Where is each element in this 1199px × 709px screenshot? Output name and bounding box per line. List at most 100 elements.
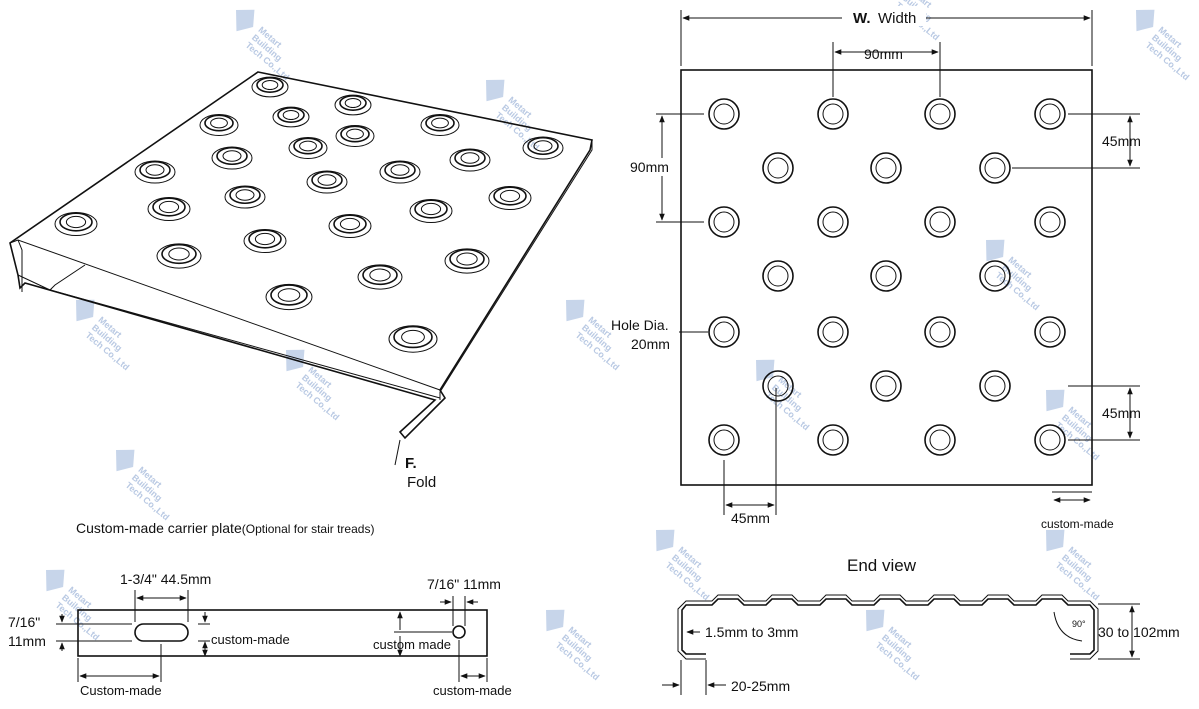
end-view-title: End view <box>847 556 917 575</box>
persp-hole-inner <box>282 109 300 121</box>
tread-side-edge <box>439 140 593 400</box>
plan-hole-inner <box>929 103 951 125</box>
persp-hole-inner <box>261 79 279 91</box>
plan-hole-inner <box>875 375 897 397</box>
plan-hole-inner <box>875 265 897 287</box>
persp-hole-rim <box>449 248 485 270</box>
persp-hole-rim <box>425 114 455 132</box>
slot-width-in-label: 7/16" <box>8 614 40 630</box>
plan-hole-inner <box>1039 103 1061 125</box>
plan-hole-inner <box>1039 429 1061 451</box>
persp-hole-rim <box>340 125 370 143</box>
persp-hole-inner <box>317 174 337 186</box>
persp-hole-inner <box>533 140 553 152</box>
hole-dia-label-2: 20mm <box>631 336 670 352</box>
persp-hole-inner <box>277 288 301 302</box>
persp-hole-rim <box>454 148 486 168</box>
plan-hole-outer <box>817 316 849 348</box>
persp-hole-inner <box>499 189 521 203</box>
plan-hole-inner <box>767 265 789 287</box>
fold-leader <box>394 439 401 466</box>
plan-hole-inner <box>875 157 897 179</box>
plan-hole-inner <box>767 375 789 397</box>
watermark-logo-icon <box>546 609 565 632</box>
plan-hole-outer <box>708 98 740 130</box>
persp-hole-inner <box>339 217 361 231</box>
hole-custom-label: custom made <box>373 637 451 652</box>
plan-hole-inner <box>713 321 735 343</box>
persp-hole-inner <box>254 232 276 246</box>
persp-hole-inner <box>346 128 364 140</box>
plan-hole-inner <box>713 429 735 451</box>
persp-hole-rim <box>393 325 433 349</box>
plan-hole-inner <box>822 429 844 451</box>
persp-hole-rim <box>216 146 248 166</box>
persp-hole-base <box>357 264 403 290</box>
watermark-logo-icon <box>76 299 95 322</box>
persp-hole-inner <box>168 247 190 261</box>
bottom-left-custom-label: Custom-made <box>80 683 162 698</box>
plan-hole-outer <box>1034 424 1066 456</box>
carrier-plate-view: Custom-made carrier plate(Optional for s… <box>8 520 512 698</box>
plan-hole-inner <box>984 265 1006 287</box>
angle-arc <box>1053 611 1083 642</box>
persp-hole-rim <box>270 284 308 306</box>
plan-hole-outer <box>817 424 849 456</box>
plan-hole-outer <box>817 98 849 130</box>
persp-hole-inner <box>401 329 425 345</box>
plan-hole-inner <box>822 103 844 125</box>
persp-hole-rim <box>248 229 282 249</box>
end-view: End view 1.5mm to 3mm 90° 30 to 102mm 20… <box>662 556 1180 695</box>
persp-hole-inner <box>145 164 165 176</box>
hole-size-label: 7/16" 11mm <box>427 576 501 592</box>
persp-hole-rim <box>139 160 171 180</box>
plan-hole-inner <box>929 321 951 343</box>
persp-hole-rim <box>362 264 398 286</box>
plan-hole-inner <box>929 429 951 451</box>
angle-label: 90° <box>1072 619 1086 629</box>
persp-hole-rim <box>339 95 367 111</box>
plan-hole-inner <box>929 211 951 233</box>
watermark-logo-icon <box>486 79 505 102</box>
persp-hole-inner <box>460 152 480 164</box>
persp-hole-rim <box>204 114 234 132</box>
watermark-logo-icon <box>566 299 585 322</box>
carrier-hole <box>452 625 466 639</box>
end-view-profile <box>681 598 1095 655</box>
right-top-dimension-label: 45mm <box>1102 133 1141 149</box>
persp-hole-rim <box>256 77 284 93</box>
plan-hole-outer <box>1034 316 1066 348</box>
persp-hole-inner <box>456 252 478 266</box>
plan-holes <box>708 98 1066 456</box>
persp-hole-inner <box>420 202 442 216</box>
carrier-plate-outline <box>77 609 488 657</box>
hole-dia-label-1: Hole Dia. <box>611 317 669 333</box>
slot-custom-label: custom-made <box>211 632 290 647</box>
persp-hole-inner <box>390 164 410 176</box>
persp-hole-rim <box>333 214 367 234</box>
persp-hole-inner <box>158 200 180 214</box>
right-bottom-dimension-label: 45mm <box>1102 405 1141 421</box>
persp-hole-inner <box>235 189 255 201</box>
watermark-logo-icon <box>116 449 135 472</box>
plan-hole-inner <box>1039 211 1061 233</box>
width-label: Width <box>878 10 916 27</box>
bottom-dimension-label: 45mm <box>731 510 770 526</box>
persp-hole-base <box>265 283 313 311</box>
fold-label: Fold <box>407 474 436 491</box>
persp-hole-rim <box>161 243 197 265</box>
plan-hole-outer <box>870 370 902 402</box>
end-view-profile-inner <box>677 594 1099 660</box>
watermark-logo-icon <box>1046 529 1065 552</box>
watermark-logo-icon <box>1136 9 1155 32</box>
persp-hole-rim <box>384 160 416 180</box>
lip-label: 20-25mm <box>731 678 790 694</box>
persp-hole-rim <box>59 212 93 232</box>
plan-hole-outer <box>979 370 1011 402</box>
